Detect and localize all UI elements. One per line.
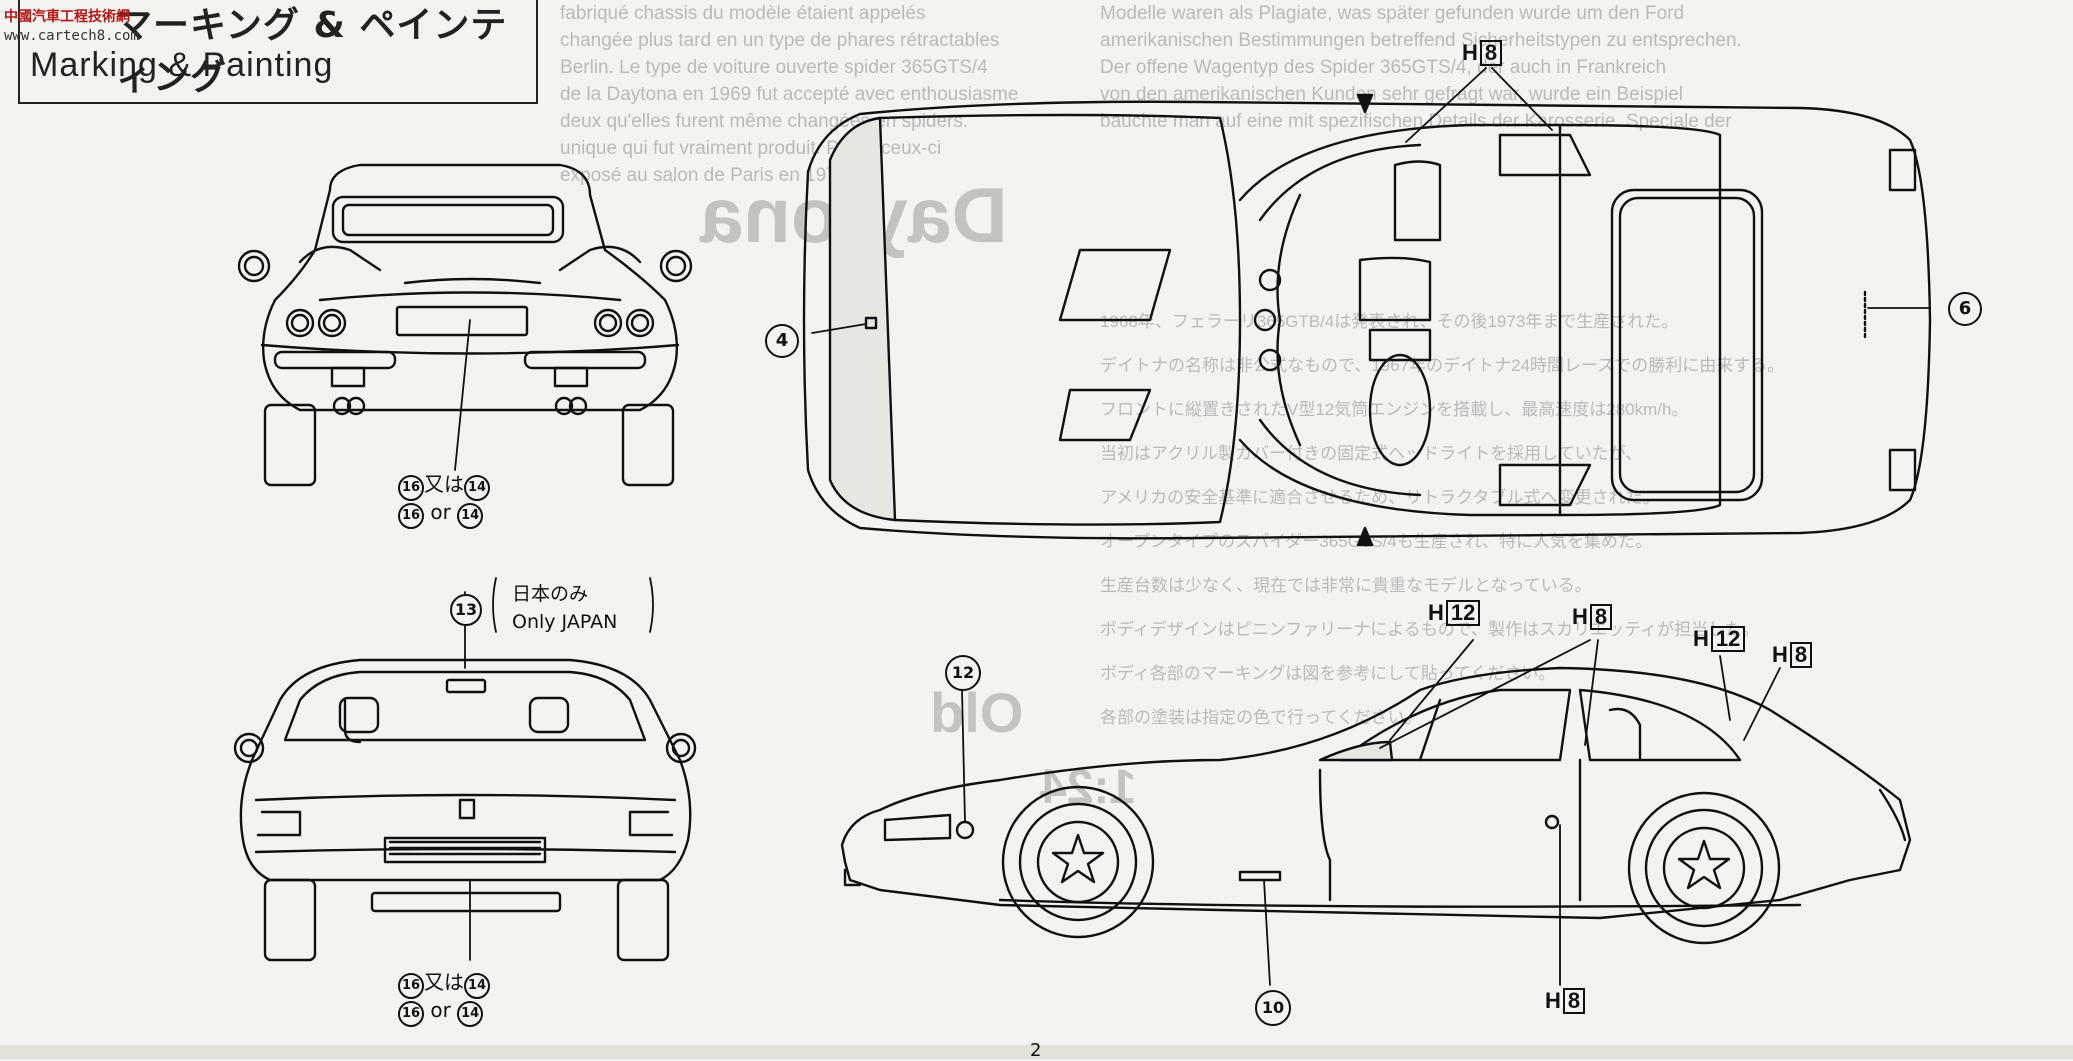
- bg-line: Berlin. Le type de voiture ouverte spide…: [560, 57, 988, 78]
- side-callout-10: 10: [1255, 990, 1291, 1026]
- top-view-car: [802, 67, 1932, 547]
- circled-16: 16: [398, 1001, 424, 1027]
- h-number: 8: [1789, 642, 1813, 668]
- bg-line: exposé au salon de Paris en 1971: [560, 165, 848, 186]
- circled-14: 14: [464, 973, 490, 999]
- bg-line: fabriqué chassis du modèle étaient appel…: [560, 3, 926, 24]
- circled-16: 16: [398, 503, 424, 529]
- circled-14: 14: [464, 475, 490, 501]
- bg-line: アメリカの安全基準に適合させるため、リトラクタブル式へ変更された。: [1100, 488, 1660, 507]
- top-callout-6: 6: [1948, 292, 1982, 326]
- bg-line: 当初はアクリル製カバー付きの固定式ヘッドライトを採用していたが、: [1100, 444, 1643, 463]
- bottom-strip: [0, 1045, 2073, 1059]
- top-callout-4: 4: [765, 324, 799, 358]
- circled-16: 16: [398, 973, 424, 999]
- only-japan-note: 日本のみ Only JAPAN: [512, 580, 617, 636]
- circled-14: 14: [457, 1001, 484, 1027]
- title-english: Marking & Painting: [30, 46, 334, 84]
- bg-line: ボディデザインはピニンファリーナによるもので、製作はスカリエッティが担当した。: [1100, 620, 1760, 639]
- circled-13: 13: [450, 594, 482, 626]
- front-callout-13: 13: [450, 594, 482, 626]
- h-number: 8: [1562, 988, 1586, 1014]
- h-number: 8: [1479, 40, 1503, 66]
- watermark-logo: 中國汽車工程技術網: [4, 9, 130, 25]
- h-prefix: H: [1772, 642, 1788, 667]
- bg-line: フロントに縦置きされたV型12気筒エンジンを搭載し、最高速度は280km/h。: [1100, 400, 1689, 419]
- bg-line: 1968年、フェラーリ365GTB/4は発表され、その後1973年まで生産された…: [1100, 312, 1679, 331]
- front-view-car: [233, 577, 697, 962]
- rear-view-car: [237, 163, 693, 487]
- side-callout-12: 12: [945, 655, 981, 691]
- bg-line: de la Daytona en 1969 fut accepté avec e…: [560, 84, 1019, 105]
- alt-word-jp: 又は: [424, 472, 464, 496]
- h-number: 8: [1589, 604, 1613, 630]
- watermark-url: www.cartech8.com: [4, 28, 139, 44]
- h-prefix: H: [1572, 604, 1588, 629]
- h-number: 12: [1445, 600, 1481, 626]
- bg-line: 各部の塗装は指定の色で行ってください。: [1100, 708, 1422, 727]
- bg-line: amerikanischen Bestimmungen betreffend S…: [1100, 30, 1742, 51]
- alt-word-en: or: [430, 500, 451, 524]
- alt-word-en: or: [430, 998, 451, 1022]
- title-japanese: マーキング & ペインティング: [116, 5, 508, 98]
- h-prefix: H: [1462, 40, 1478, 65]
- h-prefix: H: [1545, 988, 1561, 1013]
- h-prefix: H: [1693, 626, 1709, 651]
- bg-line: Der offene Wagentyp des Spider 365GTS/4,…: [1100, 57, 1667, 78]
- side-view-car: [840, 639, 1912, 986]
- title-box: マーキング & ペインティング Marking & Painting: [18, 0, 538, 104]
- alt-word-jp: 又は: [424, 970, 464, 994]
- bg-line: bauchte man auf eine mit spezifischen De…: [1100, 111, 1732, 132]
- bg-line: changée plus tard en un type de phares r…: [560, 30, 1000, 51]
- bg-line: Modelle waren als Plagiate, was später g…: [1100, 3, 1685, 24]
- front-callout-en: 16 or 14: [398, 998, 484, 1027]
- bg-line: von den amerikanischen Kunden sehr gefra…: [1100, 84, 1684, 105]
- circled-4: 4: [765, 324, 799, 358]
- only-japan-jp: 日本のみ: [512, 583, 589, 605]
- h-number: 12: [1710, 626, 1746, 652]
- circled-10: 10: [1255, 990, 1291, 1026]
- circled-6: 6: [1948, 292, 1982, 326]
- rear-callout-en: 16 or 14: [398, 500, 484, 529]
- background-text-top-right: Modelle waren als Plagiate, was später g…: [1100, 0, 2073, 210]
- h-prefix: H: [1428, 600, 1444, 625]
- only-japan-en: Only JAPAN: [512, 611, 618, 633]
- bg-line: 生産台数は少なく、現在では非常に貴重なモデルとなっている。: [1100, 576, 1592, 595]
- circled-16: 16: [398, 475, 424, 501]
- circled-14: 14: [457, 503, 484, 529]
- page-number: 2: [1030, 1040, 1042, 1061]
- circled-12: 12: [945, 655, 981, 691]
